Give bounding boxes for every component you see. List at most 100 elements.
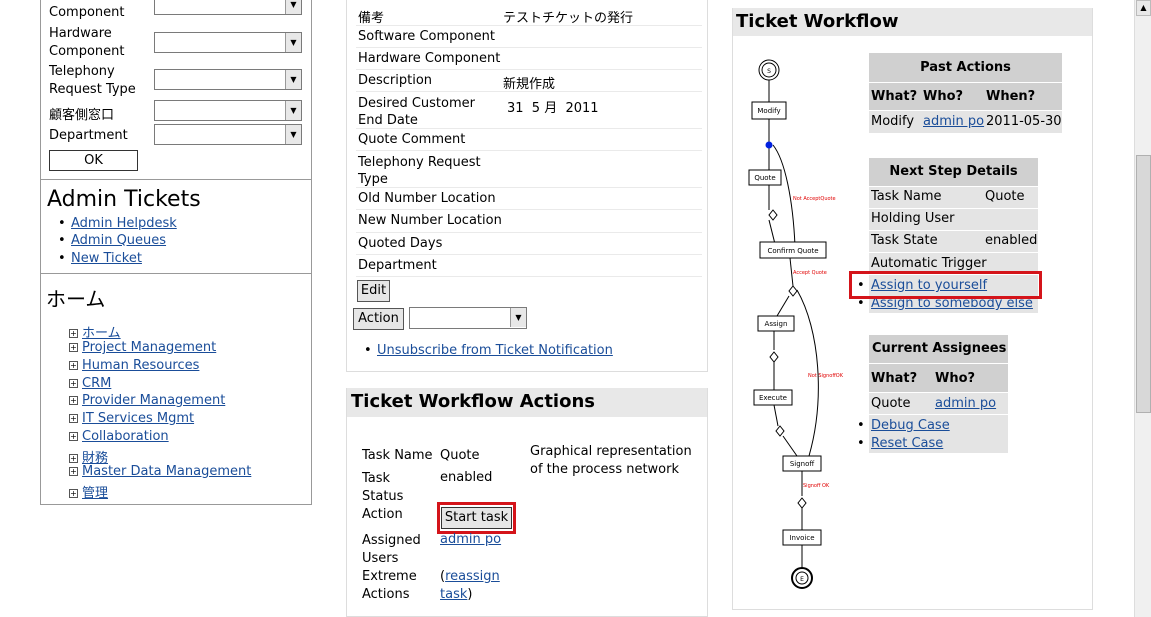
expand-icon[interactable]: + [69, 361, 78, 370]
admin-queues-link[interactable]: Admin Queues [71, 233, 167, 248]
links-area [869, 415, 1008, 453]
field-label: Desired Customer End Date [358, 96, 475, 128]
field-row: Hardware Component [356, 48, 702, 70]
tree-item[interactable]: + Project Management [69, 340, 216, 355]
department-select[interactable]: ▼ [154, 124, 302, 145]
expand-icon[interactable]: + [69, 489, 78, 498]
field-row: Quoted Days [356, 233, 702, 255]
field-label: Extreme Actions [362, 569, 417, 602]
user-link[interactable]: admin po [923, 114, 985, 129]
ticket-workflow-header: Ticket Workflow [733, 8, 1092, 36]
node-label: Modify [757, 107, 780, 115]
tree-item[interactable]: + Collaboration [69, 429, 169, 444]
form-label: Hardware Component [49, 26, 125, 59]
tree-link[interactable]: ホーム [82, 326, 121, 341]
table-cell: Modify [871, 114, 915, 129]
list-item: • [58, 216, 66, 231]
edge-label: Signoff OK [803, 483, 830, 489]
action-select[interactable]: ▼ [409, 307, 527, 329]
new-ticket-link[interactable]: New Ticket [71, 251, 142, 266]
tree-item[interactable]: + Master Data Management [69, 464, 251, 479]
table-header-row [869, 364, 1008, 392]
component-select[interactable]: ▼ [154, 0, 302, 15]
hardware-component-select[interactable]: ▼ [154, 32, 302, 53]
list-item: • [58, 233, 66, 248]
tree-item[interactable]: + Provider Management [69, 393, 225, 408]
expand-icon[interactable]: + [69, 414, 78, 423]
expand-icon[interactable]: + [69, 396, 78, 405]
expand-icon[interactable]: + [69, 343, 78, 352]
tree-item[interactable]: + ホーム [69, 322, 121, 341]
tree-item[interactable]: + Human Resources [69, 358, 199, 373]
chevron-down-icon: ▼ [285, 33, 301, 52]
tree-link[interactable]: Human Resources [82, 358, 200, 373]
scroll-up-button[interactable]: ▲ [1136, 0, 1151, 16]
field-label: Quoted Days [358, 236, 443, 251]
left-panel [40, 0, 312, 505]
field-row: Desired Customer End Date 31 5 月 2011 [356, 92, 702, 129]
tree-item[interactable]: + IT Services Mgmt [69, 411, 194, 426]
edge-label: Accept Quote [793, 270, 827, 276]
tree-link[interactable]: Collaboration [82, 429, 169, 444]
admin-helpdesk-link[interactable]: Admin Helpdesk [71, 216, 177, 231]
ok-button[interactable]: OK [49, 150, 138, 171]
field-row: Telephony Request Type [356, 151, 702, 188]
assign-to-somebody-else-link[interactable]: Assign to somebody else [871, 296, 1033, 311]
graph-caption: Graphical representation of the process … [530, 444, 692, 477]
table-row [869, 111, 1062, 133]
tree-link[interactable]: 財務 [82, 451, 109, 466]
field-label: Action [362, 507, 403, 522]
field-label: 備考 [358, 11, 385, 26]
tree-link[interactable]: Master Data Management [82, 464, 252, 479]
field-row: 備考 テストチケットの発行 [356, 4, 702, 26]
list-item: • [857, 418, 865, 433]
expand-icon[interactable]: + [69, 432, 78, 441]
tree-item[interactable]: + CRM [69, 376, 111, 391]
field-value: Quote [440, 448, 480, 463]
scrollbar-thumb[interactable] [1136, 155, 1151, 413]
tree-link[interactable]: Project Management [82, 340, 217, 355]
reset-case-link[interactable]: Reset Case [871, 436, 944, 451]
field-row: Software Component [356, 26, 702, 48]
divider [40, 179, 312, 180]
field-label: Description [358, 73, 433, 88]
field-label: Task Name [362, 448, 433, 463]
user-link[interactable]: admin po [935, 396, 997, 411]
tree-link[interactable]: IT Services Mgmt [82, 411, 195, 426]
action-button[interactable]: Action [353, 308, 404, 330]
field-label: Task State [871, 233, 938, 248]
field-label: Department [358, 258, 437, 273]
expand-icon[interactable]: + [69, 379, 78, 388]
field-value: enabled [440, 470, 493, 485]
form-label: Component [49, 5, 125, 20]
table-cell: Quote [871, 396, 911, 411]
tree-link[interactable]: CRM [82, 376, 112, 391]
tree-link[interactable]: 管理 [82, 486, 109, 501]
diagram-edges [768, 80, 819, 568]
reassign-task-link[interactable]: reassign task [440, 569, 500, 602]
diagram-join-point [765, 141, 773, 149]
expand-icon[interactable]: + [69, 329, 78, 338]
list-item: • [857, 436, 865, 451]
customer-contact-select[interactable]: ▼ [154, 100, 302, 121]
chevron-down-icon: ▼ [285, 0, 301, 14]
tree-item[interactable]: + 管理 [69, 482, 108, 501]
expand-icon[interactable]: + [69, 467, 78, 476]
table-title: Current Assignees [869, 335, 1008, 363]
column-header: Who? [935, 371, 976, 386]
field-label: New Number Location [358, 213, 502, 228]
tree-item[interactable]: + 財務 [69, 447, 108, 466]
edit-button[interactable]: Edit [357, 280, 390, 302]
table-row [869, 393, 1008, 414]
list-item: • [364, 343, 372, 358]
debug-case-link[interactable]: Debug Case [871, 418, 950, 433]
vertical-scrollbar[interactable]: ▲ [1134, 0, 1151, 617]
telephony-request-type-select[interactable]: ▼ [154, 69, 302, 90]
highlight-box [437, 502, 516, 534]
assigned-user-link[interactable]: admin po [440, 532, 502, 547]
start-task-button[interactable]: Start task [441, 507, 512, 529]
assign-to-yourself-link[interactable]: Assign to yourself [871, 278, 988, 293]
unsubscribe-link[interactable]: Unsubscribe from Ticket Notification [377, 343, 613, 358]
expand-icon[interactable]: + [69, 454, 78, 463]
tree-link[interactable]: Provider Management [82, 393, 226, 408]
